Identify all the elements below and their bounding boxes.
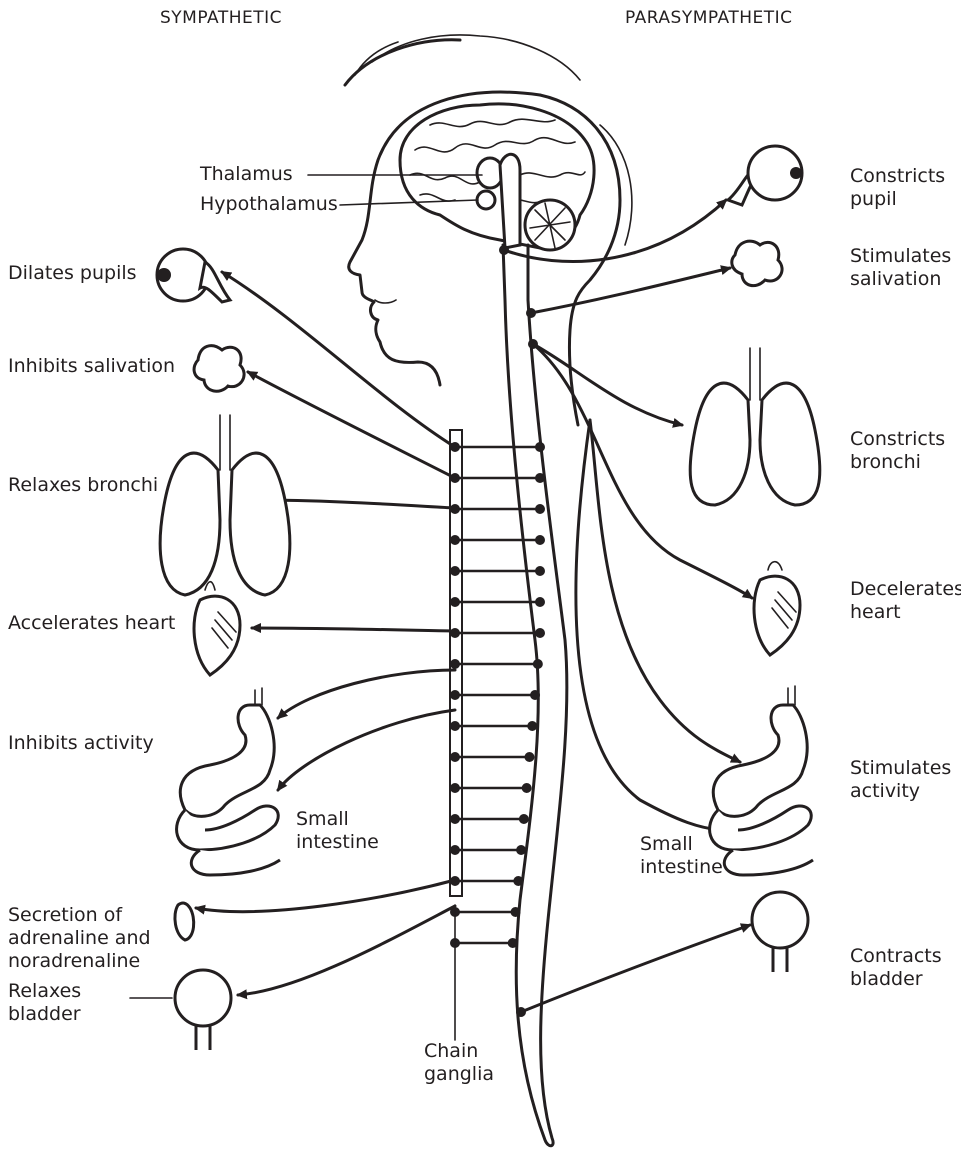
stomach-intestine-left — [177, 688, 280, 875]
ganglion-node — [450, 566, 460, 576]
spinal-node — [516, 845, 526, 855]
eye-right — [728, 146, 802, 205]
label-contracts-bladder: Contracts bladder — [850, 945, 942, 991]
spinal-node — [513, 876, 523, 886]
ganglion-node — [450, 845, 460, 855]
label-accelerates-heart: Accelerates heart — [8, 612, 175, 635]
lungs-left — [160, 415, 290, 595]
eye-left — [157, 249, 230, 302]
bladder-left — [175, 970, 231, 1050]
ganglion-node — [450, 783, 460, 793]
heart-right — [754, 562, 800, 655]
label-stimulates-activity: Stimulates activity — [850, 757, 951, 803]
parasympathetic-pathways — [499, 200, 752, 1017]
spinal-node — [535, 597, 545, 607]
ganglion-node — [450, 597, 460, 607]
label-constricts-bronchi: Constricts bronchi — [850, 428, 945, 474]
label-small-intestine-left: Small intestine — [296, 808, 379, 854]
label-small-intestine-right: Small intestine — [640, 833, 723, 879]
ganglion-node — [450, 814, 460, 824]
spinal-node — [519, 814, 529, 824]
label-stimulates-salivation: Stimulates salivation — [850, 245, 951, 291]
spinal-node — [533, 659, 543, 669]
ganglia-connections — [450, 442, 545, 948]
ganglion-node — [450, 752, 460, 762]
spinal-node — [508, 938, 518, 948]
sympathetic-header: SYMPATHETIC — [160, 8, 282, 28]
label-constricts-pupil: Constricts pupil — [850, 165, 945, 211]
label-inhibits-salivation: Inhibits salivation — [8, 355, 175, 378]
spinal-node — [527, 721, 537, 731]
spinal-node — [535, 535, 545, 545]
spinal-node — [535, 504, 545, 514]
thalamus-label: Thalamus — [200, 163, 293, 186]
spinal-node — [535, 628, 545, 638]
label-relaxes-bronchi: Relaxes bronchi — [8, 474, 158, 497]
ganglion-node — [450, 659, 460, 669]
ganglion-node — [450, 690, 460, 700]
bladder-right — [752, 892, 808, 972]
label-secretion: Secretion of adrenaline and noradrenalin… — [8, 904, 151, 973]
label-relaxes-bladder: Relaxes bladder — [8, 980, 81, 1026]
salivary-gland-left — [194, 346, 244, 392]
brain-illustration — [400, 104, 594, 250]
ganglion-node — [450, 535, 460, 545]
spinal-node — [535, 566, 545, 576]
parasympathetic-header: PARASYMPATHETIC — [625, 8, 793, 28]
stomach-intestine-right — [710, 686, 813, 875]
spinal-node — [535, 473, 545, 483]
spinal-node — [535, 442, 545, 452]
hypothalamus-label: Hypothalamus — [200, 193, 338, 216]
salivary-gland-right — [732, 241, 782, 286]
label-chain-ganglia: Chain ganglia — [424, 1040, 494, 1086]
spinal-node — [524, 752, 534, 762]
heart-left — [194, 582, 240, 675]
label-decelerates-heart: Decelerates heart — [850, 578, 961, 624]
label-dilates-pupils: Dilates pupils — [8, 262, 137, 285]
label-inhibits-activity: Inhibits activity — [8, 732, 154, 755]
adrenal-gland-left — [175, 903, 194, 940]
spinal-node — [522, 783, 532, 793]
spinal-node — [511, 907, 521, 917]
spinal-node — [530, 690, 540, 700]
lungs-right — [690, 348, 820, 505]
ganglion-node — [450, 721, 460, 731]
